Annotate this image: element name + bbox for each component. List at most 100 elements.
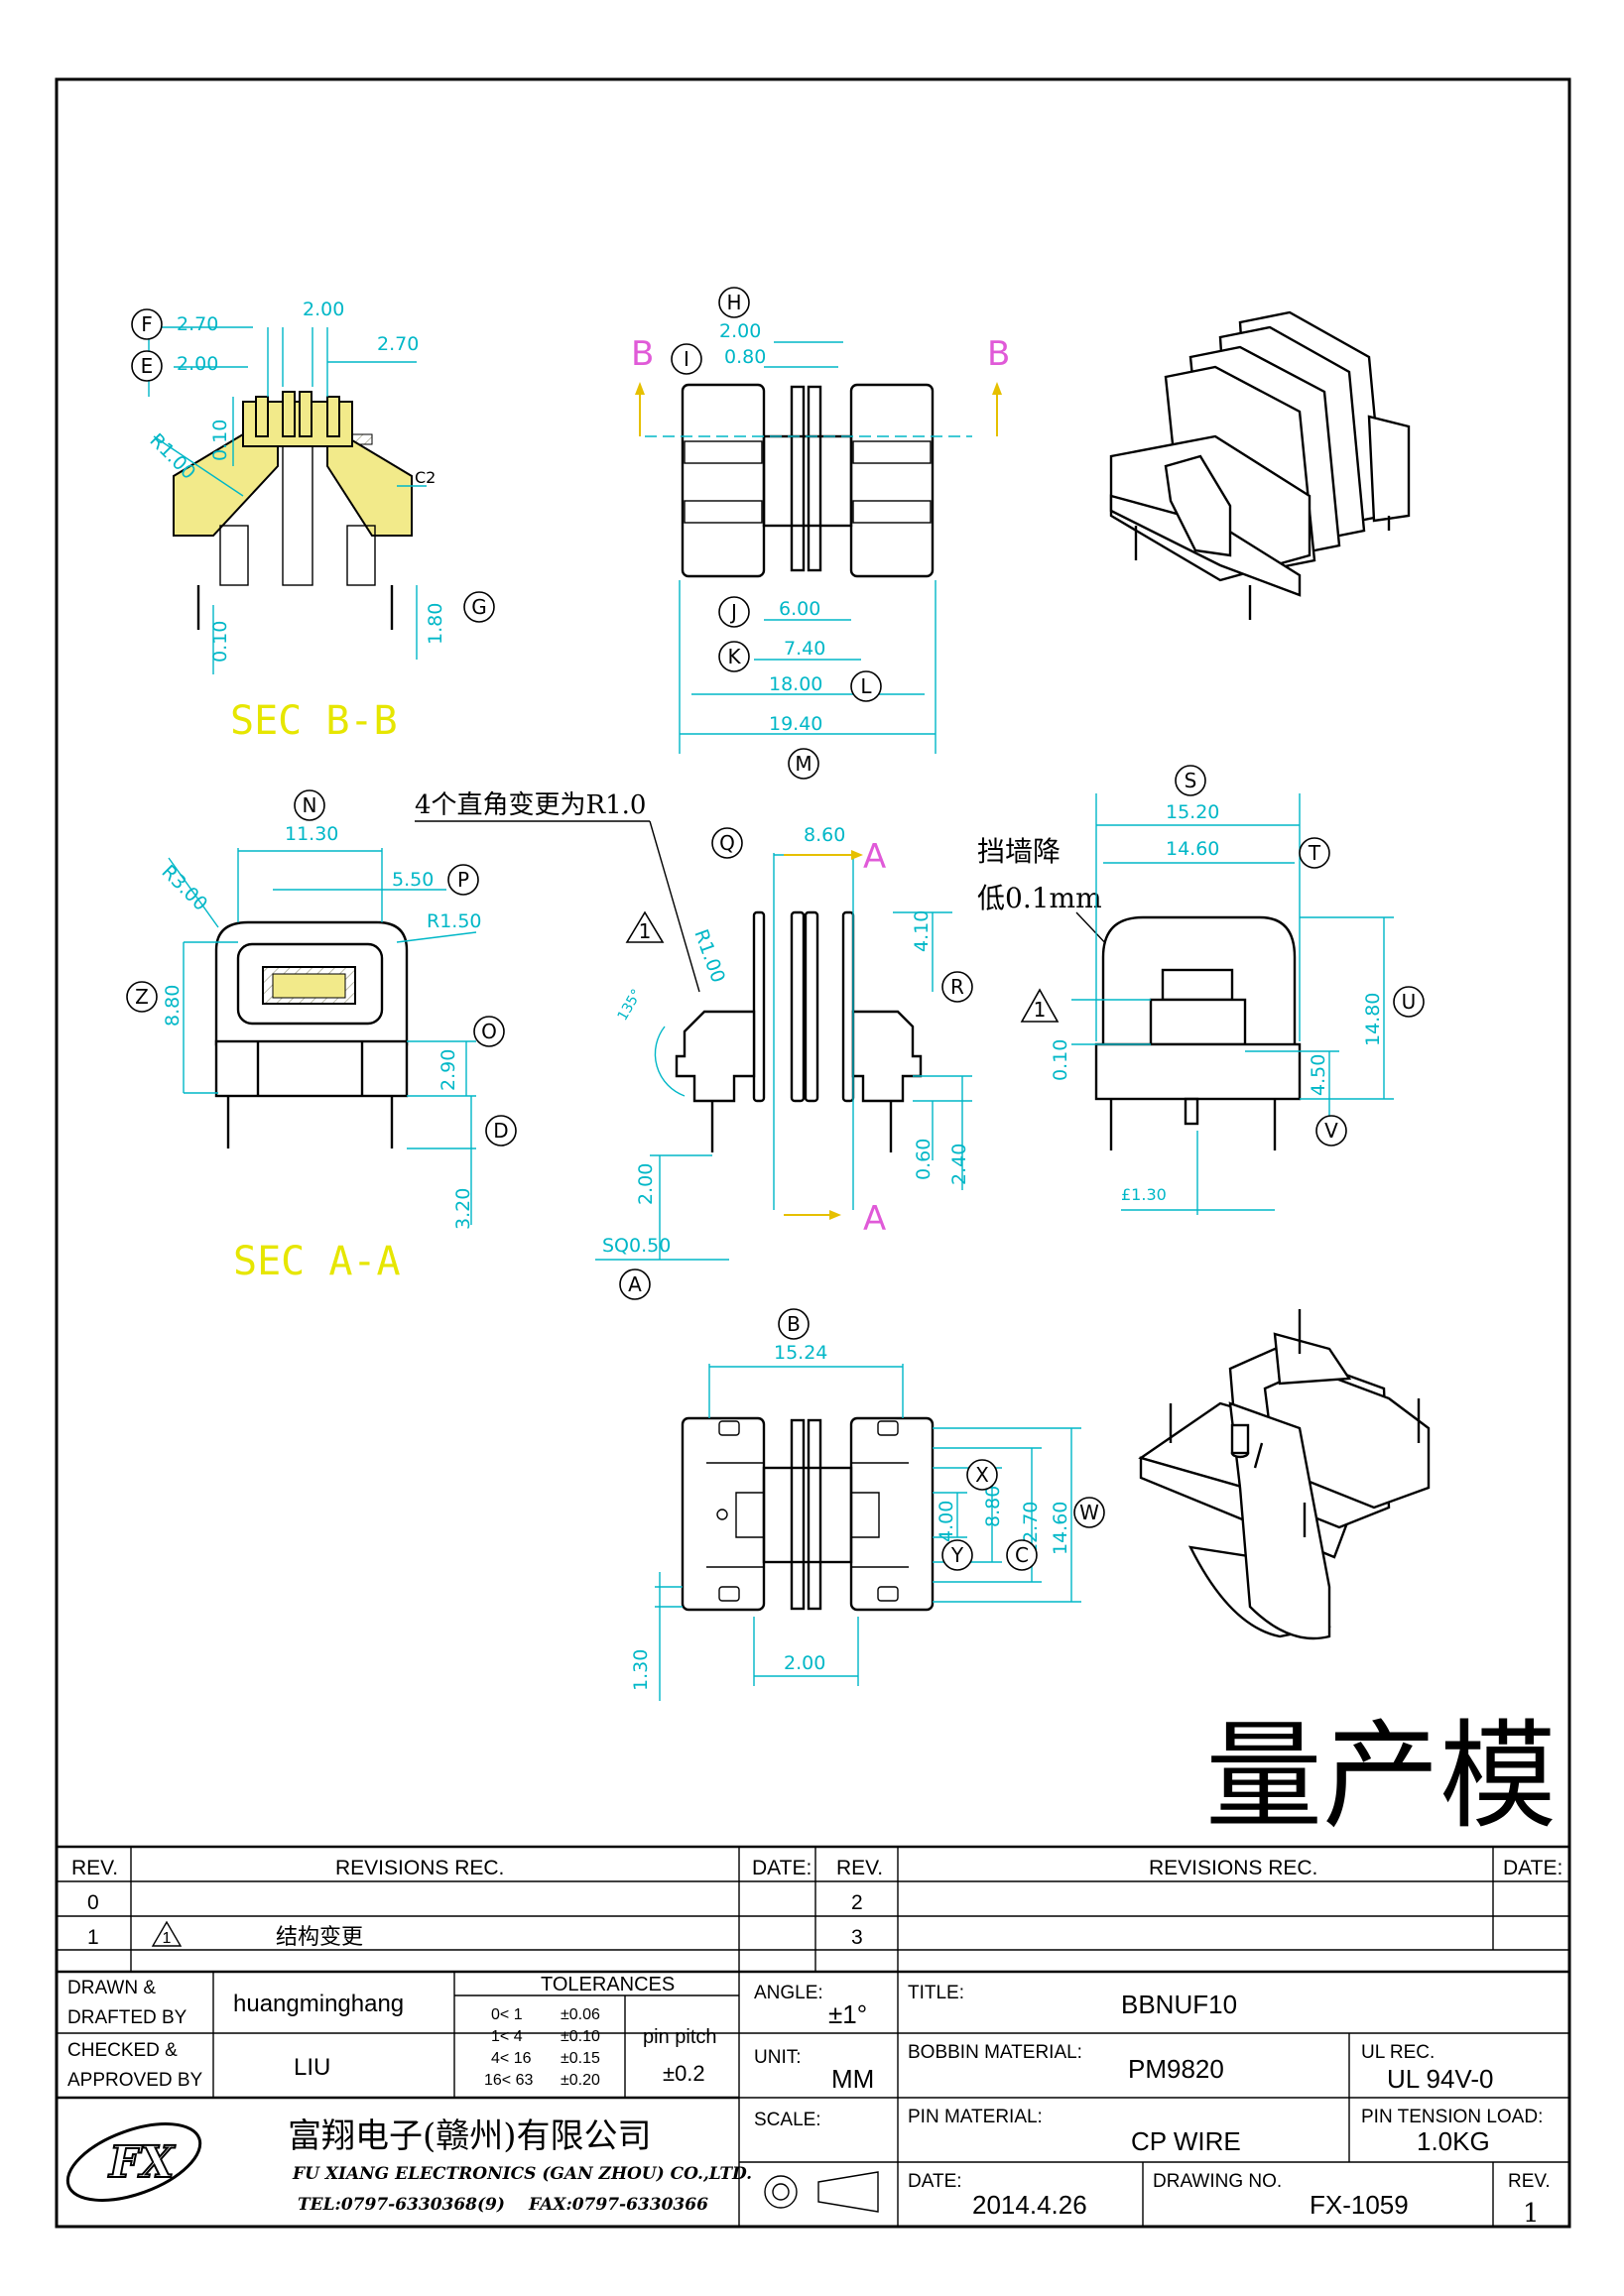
label-h: H: [726, 291, 741, 314]
dim-y-value: 4.00: [936, 1501, 957, 1542]
label-n: N: [303, 793, 317, 817]
label-l: L: [860, 674, 872, 698]
drawn-label-1: DRAWN &: [67, 1978, 156, 1998]
label-a-circle: [619, 1269, 651, 1300]
section-aa-view: 11.30 R3.00 5.50 R1.50 8.80 2.90 3.20 N …: [126, 789, 517, 1284]
date-header-right: DATE:: [1503, 1857, 1562, 1879]
rev-header-right: REV.: [836, 1857, 883, 1879]
bobbin-material-value: PM9820: [1128, 2054, 1224, 2084]
label-k-circle: [718, 641, 750, 672]
pin-pitch-label: pin pitch: [643, 2026, 717, 2048]
tol-value-2: ±0.15: [561, 2050, 600, 2067]
note-wall-line2: 低0.1mm: [977, 882, 1102, 914]
label-a: A: [628, 1272, 642, 1296]
pin-pitch-value: ±0.2: [663, 2061, 705, 2086]
label-x: X: [975, 1463, 989, 1487]
dim-m: 19.40: [769, 713, 822, 735]
label-v: V: [1324, 1119, 1338, 1143]
label-p-circle: [447, 864, 479, 896]
label-o: O: [481, 1020, 497, 1043]
projection-circle-inner: [772, 2183, 790, 2201]
dim-h: 2.00: [719, 320, 761, 342]
label-k: K: [727, 645, 741, 668]
rev-row-3: 3: [851, 1926, 863, 1949]
dim-v: 4.50: [1308, 1054, 1329, 1096]
dim-130-bottom: 1.30: [630, 1649, 652, 1691]
tol-range-0: 0< 1: [491, 2006, 523, 2023]
bobbin-material-label: BOBBIN MATERIAL:: [908, 2042, 1082, 2063]
pin-tension-value: 1.0KG: [1417, 2126, 1490, 2156]
dim-r100: R1.00: [145, 429, 199, 484]
unit-value: MM: [831, 2064, 874, 2094]
dim-j: 6.00: [779, 598, 820, 620]
dim-s: 15.20: [1166, 801, 1219, 823]
logo-text: FX: [107, 2137, 176, 2188]
angle-label: ANGLE:: [754, 1983, 823, 2003]
rev-header-left: REV.: [71, 1857, 118, 1879]
label-y-circle: [941, 1539, 973, 1571]
company-logo: FX: [65, 2122, 202, 2202]
projection-cone-icon: [817, 2171, 879, 2213]
tol-value-3: ±0.20: [561, 2072, 600, 2089]
label-n-circle: [294, 789, 325, 821]
label-t: T: [1308, 841, 1321, 865]
title-block: REV. REVISIONS REC. DATE: REV. REVISIONS…: [57, 1845, 1569, 2229]
dim-060: 0.60: [913, 1139, 935, 1180]
note-wall-line1: 挡墙降: [977, 835, 1061, 868]
label-r-circle: [941, 971, 973, 1003]
tol-range-3: 16< 63: [484, 2072, 533, 2089]
label-s: S: [1185, 769, 1197, 792]
mass-production-stamp: 量产模: [1205, 1708, 1557, 1845]
label-f: F: [141, 312, 153, 336]
drawn-by-value: huangminghang: [233, 1991, 404, 2017]
dim-180: 1.80: [425, 603, 446, 645]
dim-135: 135°: [615, 987, 646, 1024]
dim-o: 2.90: [437, 1049, 459, 1091]
tol-value-0: ±0.06: [561, 2006, 600, 2023]
dim-l: 18.00: [769, 673, 822, 695]
tol-value-1: ±0.10: [561, 2028, 600, 2045]
projection-circle-outer: [764, 2175, 798, 2209]
tolerances-header: TOLERANCES: [541, 1974, 675, 1995]
section-aa-title: SEC A-A: [233, 1239, 401, 1284]
dim-r300: R3.00: [157, 861, 211, 915]
dim-r150: R1.50: [427, 910, 482, 932]
dim-right: 2.70: [377, 333, 419, 355]
checked-label-2: APPROVED BY: [67, 2070, 203, 2091]
side-view: 4个直角变更为R1.0 1 A A 8.60 R1.00 4.10: [415, 790, 973, 1300]
label-d: D: [493, 1119, 508, 1143]
angle-value: ±1°: [828, 1999, 867, 2029]
pin-tension-label: PIN TENSION LOAD:: [1361, 2107, 1543, 2127]
label-h-circle: [718, 287, 750, 318]
drawing-no-label: DRAWING NO.: [1153, 2171, 1282, 2192]
label-f-circle: [131, 308, 163, 340]
dim-010-bot: 0.10: [209, 621, 231, 663]
dim-010-top: 0.10: [209, 420, 231, 461]
label-c: C: [1015, 1543, 1029, 1567]
front-view: 挡墙降 低0.1mm 1 15.20 14.60 14.80 0.10 4.50…: [977, 765, 1425, 1215]
scale-label: SCALE:: [754, 2110, 821, 2130]
dim-p: 5.50: [392, 869, 434, 891]
drawn-label-2: DRAFTED BY: [67, 2007, 187, 2028]
label-u-circle: [1393, 986, 1425, 1018]
tol-range-1: 1< 4: [491, 2028, 523, 2045]
label-v-circle: [1315, 1115, 1347, 1147]
date-label: DATE:: [908, 2171, 962, 2192]
section-b-left: B: [631, 334, 654, 374]
label-s-circle: [1175, 765, 1206, 796]
rev-mark-side: 1: [639, 919, 652, 943]
dim-200-side: 2.00: [635, 1163, 657, 1205]
drawing-no-value: FX-1059: [1310, 2190, 1409, 2220]
label-w: W: [1079, 1501, 1099, 1524]
label-w-circle: [1073, 1497, 1105, 1528]
label-r: R: [950, 975, 964, 999]
note-c2: C2: [415, 468, 436, 487]
dim-w-value: 14.60: [1050, 1502, 1071, 1555]
top-view: B B 2.00 0.80 6.00 7.40 18.00 19.40 H I …: [631, 287, 1010, 780]
dim-u: 14.80: [1362, 993, 1384, 1046]
pin-material-value: CP WIRE: [1131, 2126, 1241, 2156]
date-value: 2014.4.26: [972, 2190, 1087, 2220]
label-j: J: [729, 600, 737, 624]
section-bb-view: 2.70 2.00 2.00 2.70 R1.00 0.10 C2 0.10 1…: [131, 299, 495, 744]
dim-t: 14.60: [1166, 838, 1219, 860]
